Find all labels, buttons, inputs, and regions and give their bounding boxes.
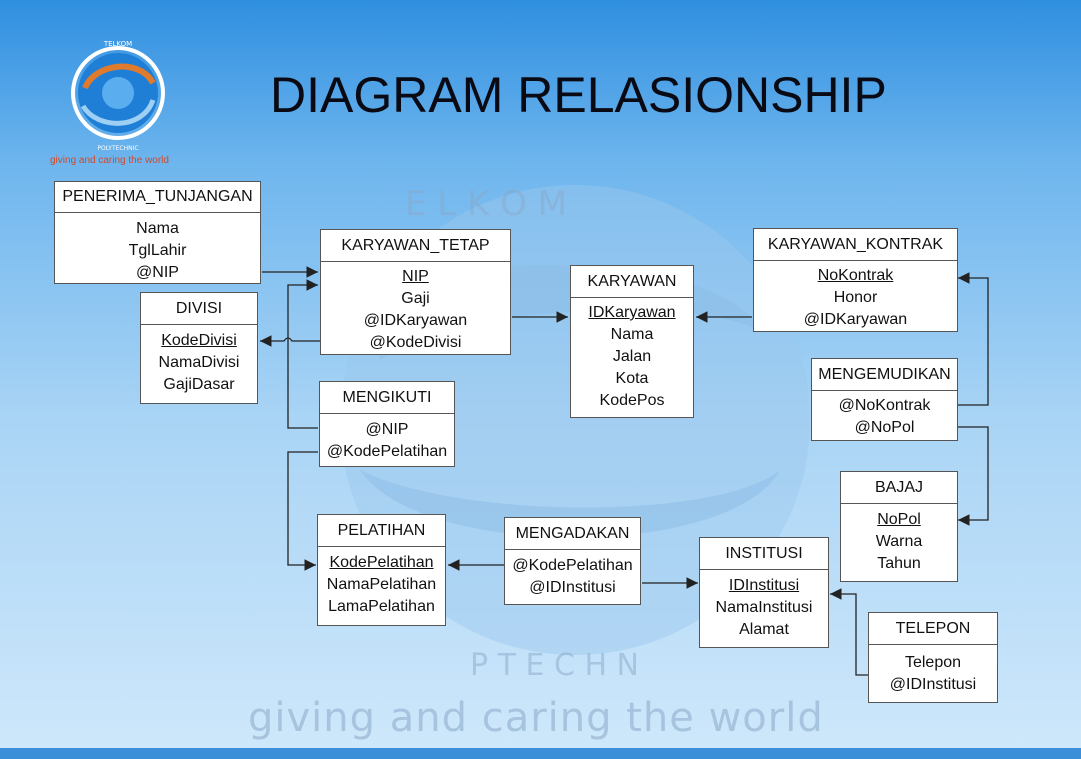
logo-ring-bottom: POLYTECHNIC — [97, 145, 138, 152]
entity-attr: @IDInstitusi — [889, 676, 977, 693]
entity-title: MENGEMUDIKAN — [812, 359, 957, 391]
entity-attr: NamaInstitusi — [715, 599, 813, 616]
slide-bottom-bar — [0, 748, 1081, 759]
entity-attr: @NoPol — [854, 419, 915, 436]
entity-karyawan-kontrak: KARYAWAN_KONTRAK NoKontrak Honor @IDKary… — [753, 228, 958, 332]
entity-bajaj: BAJAJ NoPol Warna Tahun — [840, 471, 958, 582]
entity-attr: Telepon — [904, 654, 962, 671]
page-title: DIAGRAM RELASIONSHIP — [270, 67, 887, 123]
entity-attr: @KodeDivisi — [369, 334, 462, 351]
entity-primary-key: NIP — [402, 268, 429, 285]
entity-primary-key: NoPol — [877, 511, 921, 528]
entity-title: BAJAJ — [841, 472, 957, 504]
entity-primary-key: KodePelatihan — [329, 554, 434, 571]
entity-attr: GajiDasar — [163, 376, 235, 393]
entity-pelatihan: PELATIHAN KodePelatihan NamaPelatihan La… — [317, 514, 446, 626]
entity-attr: Nama — [136, 220, 179, 237]
line-mengikuti-to-tetap — [287, 279, 318, 429]
entity-institusi: INSTITUSI IDInstitusi NamaInstitusi Alam… — [699, 537, 829, 648]
entity-primary-key: IDKaryawan — [588, 304, 676, 321]
entity-attr: @NIP — [136, 264, 179, 281]
line-telepon-to-institusi — [830, 588, 868, 676]
entity-attr: NamaDivisi — [158, 354, 240, 371]
entity-attr: Honor — [833, 289, 878, 306]
entity-title: MENGADAKAN — [505, 518, 640, 550]
entity-attr: @IDKaryawan — [363, 312, 468, 329]
entity-attr: @IDInstitusi — [529, 579, 616, 596]
entity-mengadakan: MENGADAKAN @KodePelatihan @IDInstitusi — [504, 517, 641, 605]
entity-title: DIVISI — [141, 293, 257, 325]
entity-title: PELATIHAN — [318, 515, 445, 547]
entity-attr: @NIP — [365, 421, 409, 438]
entity-title: TELEPON — [869, 613, 997, 645]
entity-mengemudikan: MENGEMUDIKAN @NoKontrak @NoPol — [811, 358, 958, 441]
entity-karyawan: KARYAWAN IDKaryawan Nama Jalan Kota Kode… — [570, 265, 694, 418]
line-mengemudikan-to-kontrak — [958, 272, 989, 406]
entity-attr: Tahun — [877, 555, 921, 572]
entity-attr: @KodePelatihan — [512, 557, 633, 574]
entity-title: KARYAWAN_KONTRAK — [754, 229, 957, 261]
entity-attr: @NoKontrak — [838, 397, 931, 414]
entity-attr: NamaPelatihan — [326, 576, 437, 593]
entity-attr: @KodePelatihan — [326, 443, 448, 460]
entity-telepon: TELEPON Telepon @IDInstitusi — [868, 612, 998, 703]
line-mengemudikan-to-bajaj — [958, 426, 989, 526]
entity-attr: TglLahir — [128, 242, 187, 259]
entity-attr: Nama — [610, 326, 654, 343]
logo-ring-top: TELKOM — [103, 40, 132, 48]
entity-title: MENGIKUTI — [320, 382, 454, 414]
logo-tagline: giving and caring the world — [50, 155, 169, 166]
entity-title: KARYAWAN_TETAP — [321, 230, 510, 262]
line-mengikuti-to-pelatihan — [287, 451, 318, 571]
entity-divisi: DIVISI KodeDivisi NamaDivisi GajiDasar — [140, 292, 258, 404]
entity-title: KARYAWAN — [571, 266, 693, 298]
entity-attr: Jalan — [612, 348, 652, 365]
entity-penerima-tunjangan: PENERIMA_TUNJANGAN Nama TglLahir @NIP — [54, 181, 261, 284]
watermark-tagline: giving and caring the world — [248, 695, 824, 741]
entity-attr: LamaPelatihan — [328, 598, 435, 615]
entity-attr: Warna — [875, 533, 923, 550]
entity-attr: Alamat — [739, 621, 789, 638]
entity-attr: Kota — [615, 370, 649, 387]
entity-karyawan-tetap: KARYAWAN_TETAP NIP Gaji @IDKaryawan @Kod… — [320, 229, 511, 355]
entity-mengikuti: MENGIKUTI @NIP @KodePelatihan — [319, 381, 455, 467]
entity-title: INSTITUSI — [700, 538, 828, 570]
telkom-logo: TELKOM POLYTECHNIC — [71, 40, 165, 152]
entity-primary-key: NoKontrak — [817, 267, 894, 284]
entity-primary-key: KodeDivisi — [161, 332, 237, 349]
entity-title: PENERIMA_TUNJANGAN — [55, 182, 260, 213]
entity-attr: @IDKaryawan — [803, 311, 908, 328]
entity-attr: KodePos — [599, 392, 665, 409]
entity-primary-key: IDInstitusi — [728, 577, 800, 594]
line-tetap-to-divisi — [260, 335, 320, 347]
entity-attr: Gaji — [401, 290, 430, 307]
